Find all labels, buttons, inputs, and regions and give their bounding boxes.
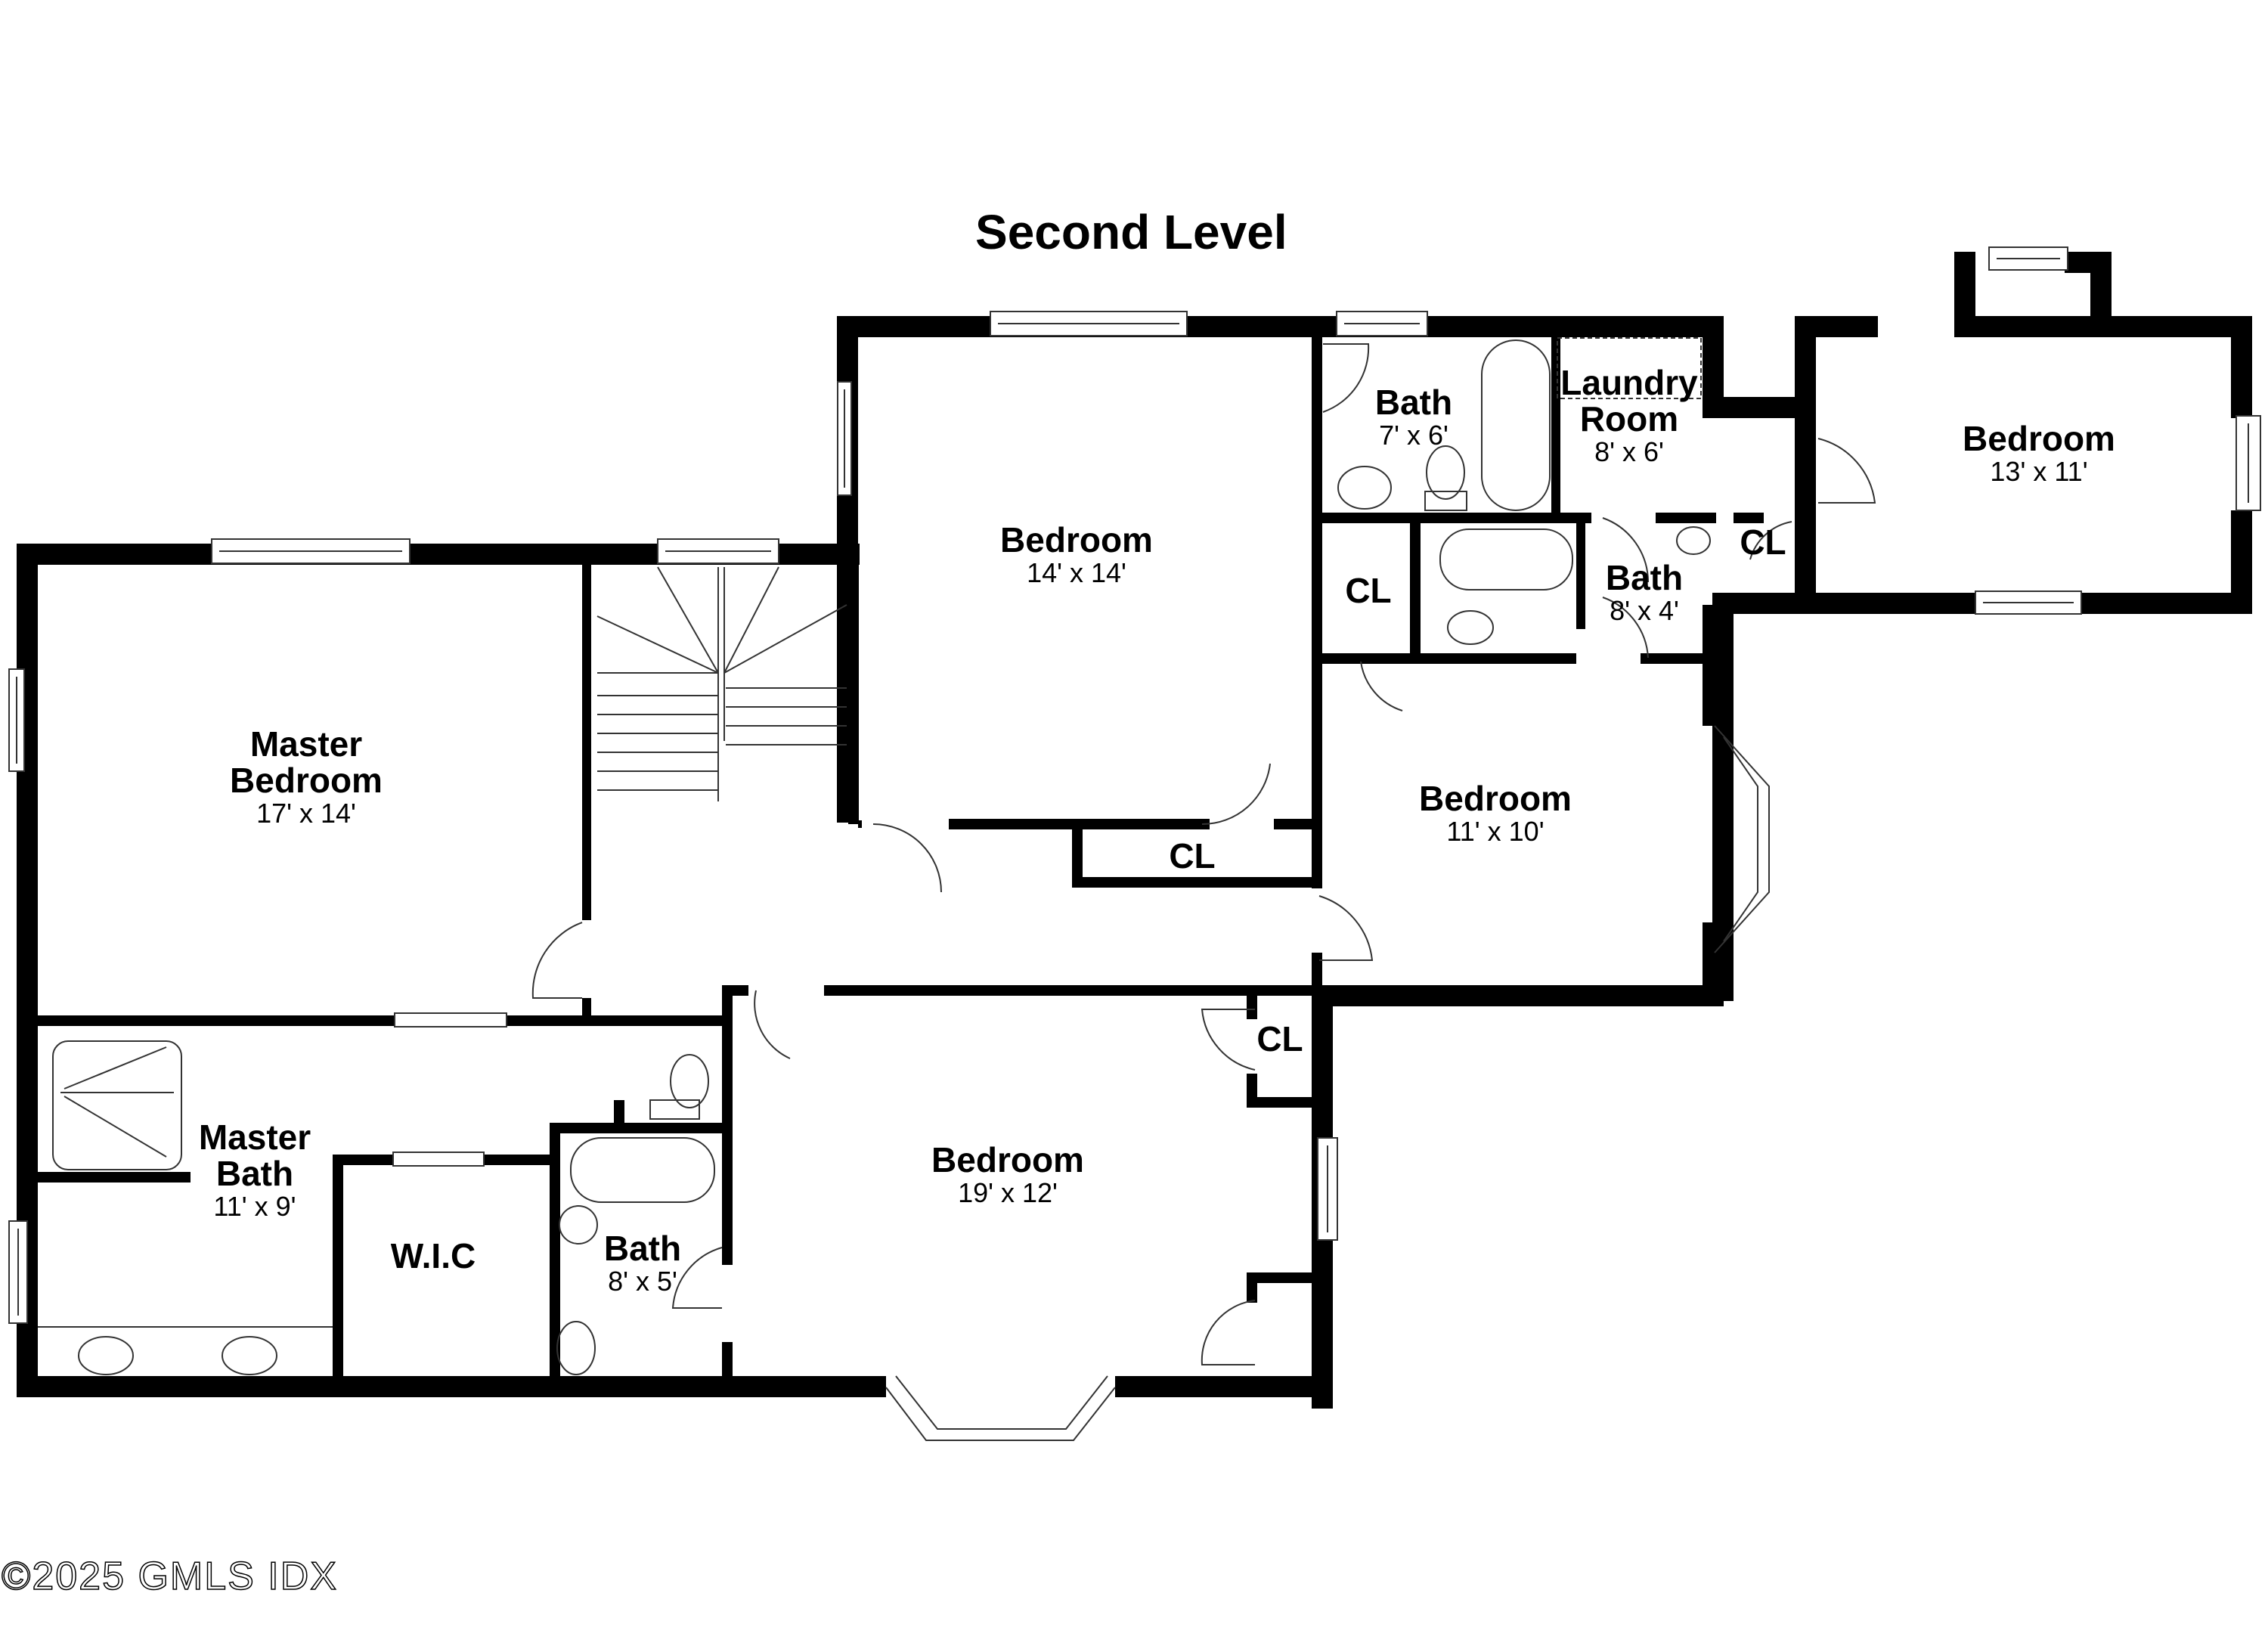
room-name: Bath [215, 1154, 294, 1193]
walls [17, 252, 2252, 1409]
room-name: Bedroom [1963, 419, 2115, 458]
closet-name: CL [1169, 836, 1216, 876]
copyright-watermark: ©2025 GMLS IDX [1, 1554, 338, 1599]
room-name: Bedroom [230, 761, 383, 800]
room-laundry: Laundry Room 8' x 6' [1560, 364, 1697, 467]
room-name: Bath [603, 1229, 682, 1268]
closet-name: CL [1740, 522, 1786, 562]
closet-bath: CL [1345, 572, 1391, 609]
room-master-bedroom: Master Bedroom 17' x 14' [230, 726, 383, 829]
room-name: Master [249, 724, 363, 764]
stairs [596, 566, 847, 801]
room-bedroom-11x10: Bedroom 11' x 10' [1419, 780, 1572, 847]
room-bath-8x4: Bath 8' x 4' [1606, 559, 1683, 626]
closet-laundry: CL [1740, 524, 1786, 560]
room-dimensions: 8' x 4' [1610, 595, 1679, 626]
room-name: Bath [1605, 558, 1684, 597]
room-name: Master [198, 1117, 311, 1157]
room-dimensions: 8' x 5' [608, 1266, 677, 1297]
room-bedroom-13x11: Bedroom 13' x 11' [1963, 420, 2115, 487]
closet-bedroom-19x12: CL [1256, 1021, 1303, 1057]
room-bedroom-19x12: Bedroom 19' x 12' [931, 1142, 1084, 1208]
page-title: Second Level [975, 205, 1287, 259]
closet-name: CL [1256, 1019, 1303, 1059]
room-dimensions: 13' x 11' [1990, 456, 2088, 487]
room-dimensions: 17' x 14' [256, 798, 356, 829]
room-dimensions: 19' x 12' [958, 1177, 1058, 1208]
closet-hall: CL [1169, 838, 1215, 874]
room-name: Bedroom [1000, 520, 1153, 559]
room-name: Laundry [1560, 363, 1698, 402]
room-name: Room [1579, 399, 1679, 439]
windows [8, 246, 2261, 1441]
room-dimensions: 8' x 6' [1594, 436, 1664, 467]
room-wic: W.I.C [391, 1238, 476, 1274]
room-dimensions: 7' x 6' [1379, 420, 1448, 451]
room-dimensions: 14' x 14' [1027, 557, 1126, 588]
room-bedroom-14x14: Bedroom 14' x 14' [1000, 522, 1153, 588]
closet-name: CL [1345, 571, 1392, 610]
room-dimensions: 11' x 10' [1446, 816, 1545, 847]
fixtures [38, 337, 1711, 1375]
room-dimensions: 11' x 9' [213, 1191, 296, 1222]
room-bath-7x6: Bath 7' x 6' [1375, 384, 1452, 451]
room-name: Bedroom [931, 1140, 1084, 1179]
room-master-bath: Master Bath 11' x 9' [199, 1119, 311, 1222]
doors [531, 343, 1876, 1365]
room-bath-8x5: Bath 8' x 5' [604, 1230, 681, 1297]
room-name: W.I.C [390, 1236, 476, 1275]
room-name: Bedroom [1419, 779, 1572, 818]
room-name: Bath [1374, 383, 1453, 422]
